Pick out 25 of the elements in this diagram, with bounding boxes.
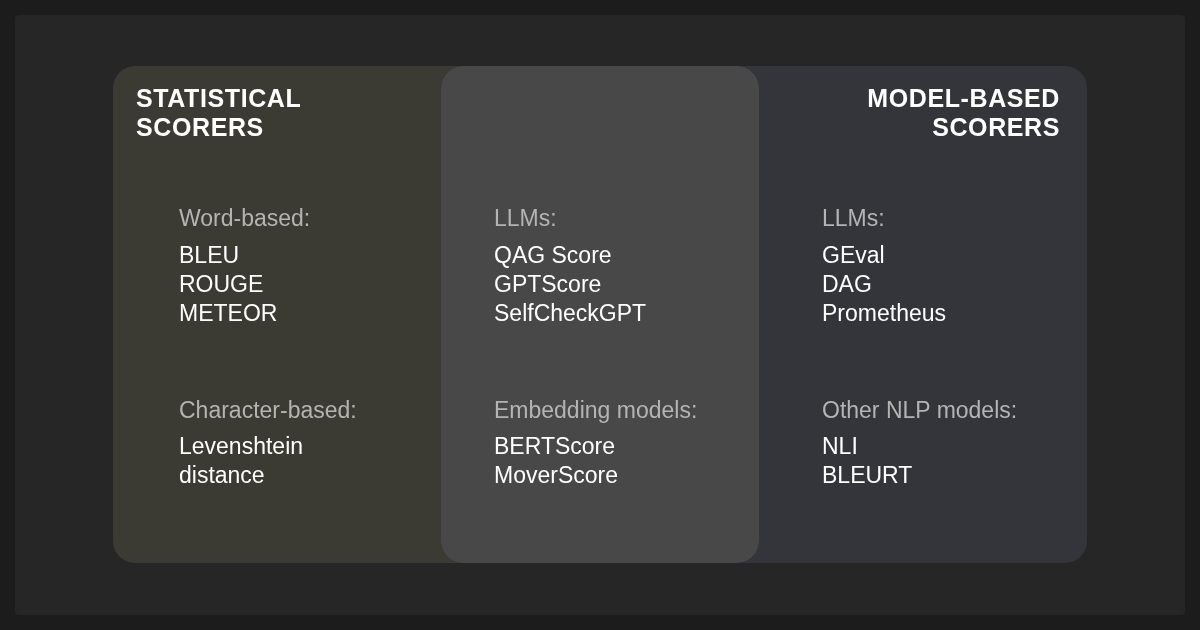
category-label: LLMs: bbox=[822, 204, 885, 233]
metric-name: NLI bbox=[822, 432, 858, 461]
group-title: MODEL-BASED SCORERS bbox=[866, 84, 1060, 142]
metric-name: DAG bbox=[822, 270, 872, 299]
metric-name: MoverScore bbox=[494, 461, 618, 490]
metric-name: ROUGE bbox=[179, 270, 264, 299]
metric-name: BERTScore bbox=[494, 432, 615, 461]
category-label: Embedding models: bbox=[494, 396, 698, 425]
overlap-region bbox=[441, 66, 759, 563]
group-title: STATISTICAL SCORERS bbox=[136, 84, 302, 142]
venn-region bbox=[113, 66, 441, 563]
metric-name: BLEURT bbox=[822, 461, 913, 490]
metric-name: GPTScore bbox=[494, 270, 602, 299]
category-label: Character-based: bbox=[179, 396, 357, 425]
category-label: LLMs: bbox=[494, 204, 557, 233]
category-label: Other NLP models: bbox=[822, 396, 1018, 425]
metric-name: METEOR bbox=[179, 299, 278, 328]
metric-name: SelfCheckGPT bbox=[494, 299, 647, 328]
metric-name: QAG Score bbox=[494, 241, 612, 270]
venn-region bbox=[759, 66, 1087, 563]
metric-name: Prometheus bbox=[822, 299, 946, 328]
metric-name: GEval bbox=[822, 241, 885, 270]
metric-name: Levenshtein distance bbox=[179, 432, 305, 490]
category-label: Word-based: bbox=[179, 204, 311, 233]
metric-name: BLEU bbox=[179, 241, 240, 270]
